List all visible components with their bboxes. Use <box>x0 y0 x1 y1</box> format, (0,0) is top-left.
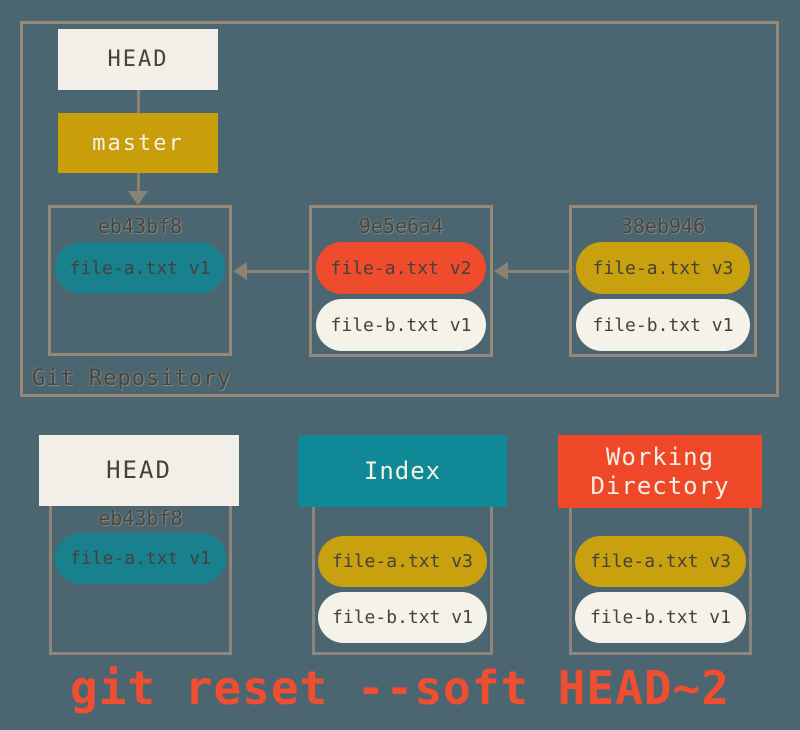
working-directory-area-box: file-a.txt v3 file-b.txt v1 <box>569 500 752 655</box>
master-to-commit-line <box>137 173 140 193</box>
file-pill: file-a.txt v1 <box>55 533 226 584</box>
commit-hash: 38eb946 <box>620 214 706 238</box>
file-pill: file-a.txt v3 <box>575 536 746 587</box>
file-pill: file-a.txt v2 <box>316 242 486 294</box>
head-area-header: HEAD <box>39 435 239 506</box>
commit2-to-commit1-line <box>246 270 309 273</box>
commit-box-eb43bf8: eb43bf8 file-a.txt v1 <box>48 205 232 356</box>
index-area-box: file-a.txt v3 file-b.txt v1 <box>312 500 493 655</box>
index-area-title: Index <box>363 456 442 485</box>
working-directory-area-title: Working Directory <box>590 442 730 500</box>
commit-box-38eb946: 38eb946 file-a.txt v3 file-b.txt v1 <box>569 205 757 357</box>
index-area-header: Index <box>298 435 507 507</box>
command-caption: git reset --soft HEAD~2 <box>70 661 730 715</box>
git-repository-label: Git Repository <box>32 366 232 391</box>
master-branch-label: master <box>92 130 184 156</box>
head-area-title: HEAD <box>106 456 172 485</box>
file-pill: file-a.txt v3 <box>576 242 750 294</box>
commit-hash: 9e5e6a4 <box>358 214 444 238</box>
commit3-to-commit2-arrowhead-icon <box>494 262 508 280</box>
working-directory-area-header: Working Directory <box>558 435 762 508</box>
head-to-master-connector <box>137 90 140 114</box>
head-pointer-label: HEAD <box>107 47 169 72</box>
file-pill: file-a.txt v1 <box>55 242 225 294</box>
head-area-box: eb43bf8 file-a.txt v1 <box>49 500 232 655</box>
file-pill: file-a.txt v3 <box>318 536 487 587</box>
commit3-to-commit2-line <box>507 270 569 273</box>
commit-hash: eb43bf8 <box>97 214 183 238</box>
commit-box-9e5e6a4: 9e5e6a4 file-a.txt v2 file-b.txt v1 <box>309 205 493 357</box>
commit2-to-commit1-arrowhead-icon <box>233 262 247 280</box>
git-repository-box <box>20 21 779 397</box>
file-pill: file-b.txt v1 <box>316 299 486 351</box>
master-branch-box: master <box>58 113 218 173</box>
head-area-hash: eb43bf8 <box>98 506 183 530</box>
file-pill: file-b.txt v1 <box>318 592 487 643</box>
file-pill: file-b.txt v1 <box>576 299 750 351</box>
head-pointer-box: HEAD <box>58 29 218 90</box>
file-pill: file-b.txt v1 <box>575 592 746 643</box>
master-to-commit-arrowhead-icon <box>128 191 148 205</box>
